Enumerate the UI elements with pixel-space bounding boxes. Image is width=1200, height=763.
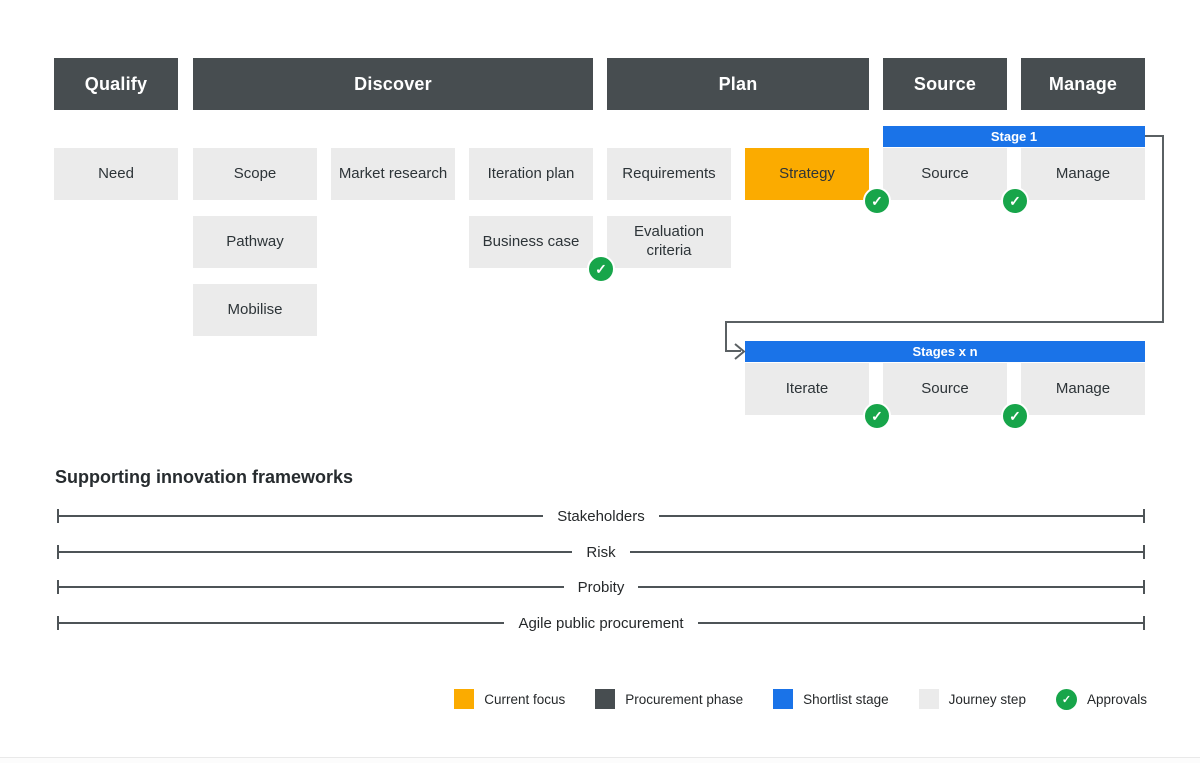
line-segment [638, 586, 1143, 588]
line-segment [658, 515, 1143, 517]
line-segment [59, 586, 564, 588]
step-stage1-source: Source [883, 148, 1007, 200]
step-market-research: Market research [331, 148, 455, 200]
legend: Current focus Procurement phase Shortlis… [0, 684, 1147, 714]
framework-label: Probity [577, 578, 625, 596]
approval-check-stage1-source-icon: ✓ [1001, 187, 1029, 215]
phase-source: Source [883, 58, 1007, 110]
stage1-bar: Stage 1 [883, 126, 1145, 147]
step-evaluation-criteria: Evaluation criteria [607, 216, 731, 268]
framework-row-stakeholders: Stakeholders [57, 507, 1145, 525]
legend-label: Approvals [1086, 691, 1147, 707]
line-endcap [1143, 545, 1146, 559]
line-endcap [1143, 580, 1145, 594]
line-endcap [57, 580, 59, 594]
step-stages-xn-iterate: Iterate [745, 363, 869, 415]
framework-row-probity: Probity [57, 578, 1145, 596]
line-segment [59, 622, 505, 624]
step-iteration-plan: Iteration plan [469, 148, 593, 200]
step-stage1-manage: Manage [1021, 148, 1145, 200]
step-business-case: Business case [469, 216, 593, 268]
legend-label: Shortlist stage [803, 691, 889, 707]
shortlist-stage-swatch-icon [773, 689, 794, 709]
bottom-divider [0, 757, 1200, 758]
legend-label: Current focus [484, 691, 566, 707]
legend-label: Procurement phase [625, 691, 744, 707]
stages-xn-bar: Stages x n [745, 341, 1145, 362]
approval-check-business-case-icon: ✓ [587, 255, 615, 283]
framework-label: Agile public procurement [518, 614, 684, 632]
legend-item-current-focus: Current focus [454, 689, 565, 709]
frameworks-section-title: Supporting innovation frameworks [55, 467, 354, 487]
approvals-check-icon: ✓ [1055, 688, 1077, 710]
procurement-phase-swatch-icon [595, 689, 616, 709]
line-endcap [57, 545, 59, 559]
line-segment [59, 515, 544, 517]
line-segment [629, 551, 1144, 553]
step-scope: Scope [193, 148, 317, 200]
bottom-strip [0, 758, 1200, 763]
step-stages-xn-manage: Manage [1021, 363, 1145, 415]
step-pathway: Pathway [193, 216, 317, 268]
framework-row-agile-public-procurement: Agile public procurement [57, 614, 1145, 632]
line-segment [59, 551, 573, 553]
approval-check-stages-xn-source-icon: ✓ [1001, 402, 1029, 430]
line-endcap [57, 616, 59, 630]
phase-qualify: Qualify [54, 58, 178, 110]
legend-item-procurement-phase: Procurement phase [595, 689, 743, 709]
line-segment [697, 622, 1143, 624]
line-endcap [1143, 509, 1145, 523]
framework-row-risk: Risk [57, 543, 1146, 561]
step-mobilise: Mobilise [193, 284, 317, 336]
step-stages-xn-source: Source [883, 363, 1007, 415]
phase-discover: Discover [193, 58, 593, 110]
legend-item-shortlist-stage: Shortlist stage [773, 689, 889, 709]
legend-label: Journey step [948, 691, 1026, 707]
step-requirements: Requirements [607, 148, 731, 200]
phase-manage: Manage [1021, 58, 1145, 110]
approval-check-iterate-icon: ✓ [863, 402, 891, 430]
journey-step-swatch-icon [918, 689, 939, 709]
framework-label: Risk [586, 543, 616, 561]
step-strategy-current-focus: Strategy [745, 148, 869, 200]
step-need: Need [54, 148, 178, 200]
framework-label: Stakeholders [557, 507, 645, 525]
line-endcap [1143, 616, 1145, 630]
phase-plan: Plan [607, 58, 869, 110]
legend-item-approvals: ✓ Approvals [1055, 688, 1147, 710]
line-endcap [57, 509, 59, 523]
approval-check-strategy-icon: ✓ [863, 187, 891, 215]
current-focus-swatch-icon [454, 689, 475, 709]
legend-item-journey-step: Journey step [918, 689, 1026, 709]
